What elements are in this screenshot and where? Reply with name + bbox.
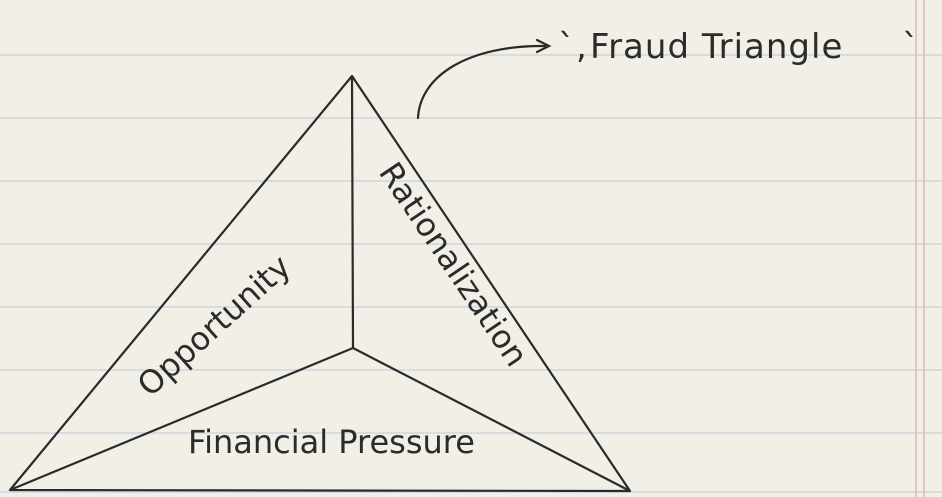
title-quote-open: `, <box>558 27 588 67</box>
divider-left <box>9 346 354 492</box>
margin-lines <box>915 0 925 497</box>
arrow-icon <box>416 38 552 120</box>
divider-right <box>352 347 631 492</box>
diagram-title: Fraud Triangle <box>590 27 843 67</box>
title-quote-close: ` <box>902 27 920 67</box>
divider-vertical <box>350 75 355 349</box>
ruled-lines <box>0 54 942 493</box>
label-financial-pressure: Financial Pressure <box>188 423 475 461</box>
triangle-outline <box>8 74 632 493</box>
fraud-triangle <box>8 74 632 493</box>
